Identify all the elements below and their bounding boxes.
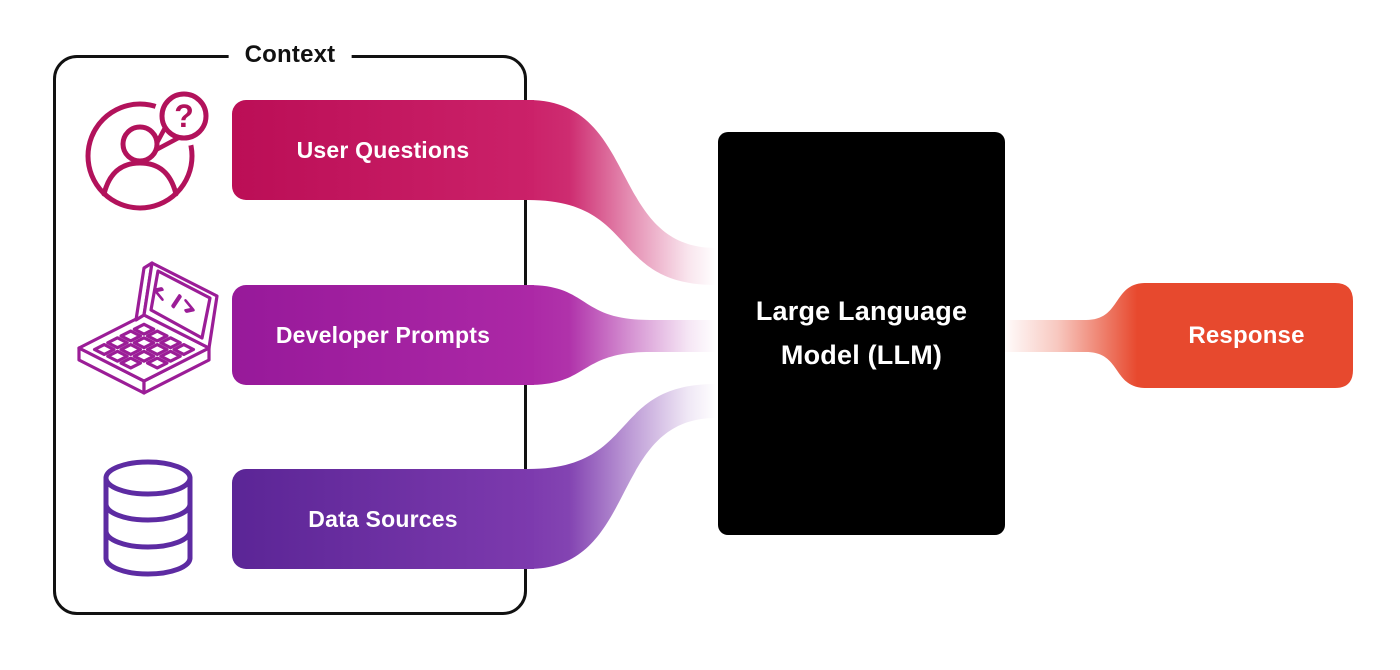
svg-text:?: ? [174, 98, 194, 134]
flow-developer-prompts [528, 285, 716, 385]
user-question-icon: ? [85, 86, 214, 211]
llm-box-label-line1: Large Language [755, 295, 968, 326]
flow-user-questions [528, 100, 716, 285]
input-bar-developer-prompts: Developer Prompts [232, 285, 534, 385]
context-label: Context [228, 41, 352, 69]
database-icon [103, 459, 193, 577]
llm-box-label-line2: Model (LLM) [780, 339, 943, 370]
input-bar-label: Data Sources [308, 505, 458, 532]
laptop-code-icon [77, 261, 219, 395]
flow-data-sources [528, 384, 716, 569]
input-bar-user-questions: User Questions [232, 100, 534, 200]
llm-box: Large Language Model (LLM) [718, 132, 1005, 535]
input-bar-label: User Questions [296, 136, 470, 163]
input-bar-label: Developer Prompts [275, 321, 491, 348]
response-label: Response [1188, 321, 1305, 349]
input-bar-data-sources: Data Sources [232, 469, 534, 569]
